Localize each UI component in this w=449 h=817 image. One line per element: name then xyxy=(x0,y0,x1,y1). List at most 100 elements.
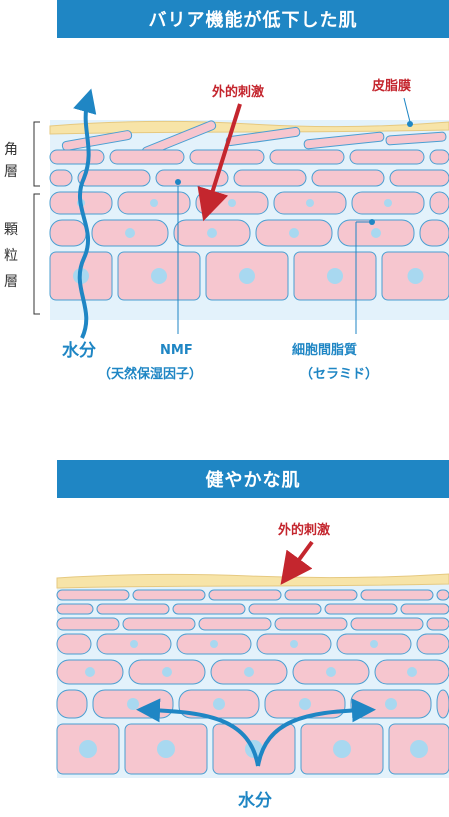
sebum-leader-line xyxy=(403,97,411,123)
granular-cell xyxy=(56,689,88,719)
nucleus xyxy=(306,199,314,207)
corneum-flake xyxy=(61,130,133,151)
healthy-cell-layers xyxy=(56,589,449,775)
nucleus xyxy=(410,740,428,758)
nucleus xyxy=(407,667,417,677)
corneum-cell xyxy=(109,149,185,165)
granular-cell xyxy=(56,633,92,655)
corneum-cell xyxy=(436,589,449,601)
corneum-cell xyxy=(172,603,246,615)
stratum-granulosum-bracket xyxy=(33,193,40,315)
damaged-skin-diagram: 角 層 顆 粒 層 水分 外的刺激 皮脂膜 NMF （天然保湿因子） 細胞間脂質… xyxy=(4,78,449,382)
corneum-cell xyxy=(349,149,425,165)
corneum-cell xyxy=(389,169,449,187)
nucleus xyxy=(150,199,158,207)
nucleus xyxy=(213,698,225,710)
nucleus xyxy=(370,640,378,648)
corneum-cell xyxy=(360,589,434,601)
corneum-cell xyxy=(56,603,94,615)
corneum-cell xyxy=(269,149,345,165)
nmf-leader-dot xyxy=(175,179,181,185)
nucleus xyxy=(125,228,135,238)
granular-cell xyxy=(416,633,449,655)
granular-cell xyxy=(429,191,449,215)
corneum-cell xyxy=(56,589,130,601)
stratum-granulosum-label-2: 粒 xyxy=(4,248,18,264)
corneum-cell xyxy=(49,169,73,187)
corneum-flake xyxy=(385,131,447,146)
nucleus xyxy=(157,740,175,758)
corneum-cell xyxy=(426,617,449,631)
corneum-cell xyxy=(400,603,449,615)
corneum-cell xyxy=(56,617,120,631)
nucleus xyxy=(289,228,299,238)
corneum-cell xyxy=(324,603,398,615)
corneum-cell xyxy=(429,149,449,165)
lipid-leader-dot xyxy=(369,219,375,225)
corneum-cell xyxy=(77,169,151,187)
nucleus xyxy=(79,740,97,758)
nucleus xyxy=(407,268,424,284)
sebum-film xyxy=(56,573,449,589)
nucleus xyxy=(151,268,167,284)
external-stimulus-label: 外的刺激 xyxy=(211,84,265,100)
nucleus xyxy=(207,228,217,238)
nucleus xyxy=(239,268,255,284)
nucleus xyxy=(162,667,172,677)
stratum-corneum-label-2: 層 xyxy=(4,164,18,180)
nucleus xyxy=(130,640,138,648)
corneum-cell xyxy=(122,617,196,631)
lipid-description: （セラミド） xyxy=(300,366,378,382)
stimulus-arrow-icon xyxy=(197,103,242,222)
stratum-granulosum-label-3: 層 xyxy=(4,274,18,290)
granular-cell xyxy=(436,689,449,719)
lipid-label: 細胞間脂質 xyxy=(292,342,357,358)
sebum-leader-dot xyxy=(407,121,413,127)
water-label: 水分 xyxy=(62,340,96,361)
nmf-label: NMF xyxy=(160,343,193,358)
nmf-description: （天然保湿因子） xyxy=(98,366,202,382)
stratum-corneum-label-1: 角 xyxy=(4,142,18,158)
nucleus xyxy=(384,199,392,207)
corneum-cell xyxy=(198,617,272,631)
water-label: 水分 xyxy=(238,790,272,811)
corneum-cell xyxy=(284,589,358,601)
corneum-cell xyxy=(208,589,282,601)
corneum-cell xyxy=(49,149,105,165)
corneum-cell xyxy=(311,169,385,187)
nucleus xyxy=(210,640,218,648)
nucleus xyxy=(385,698,397,710)
nucleus xyxy=(244,667,254,677)
granular-cell xyxy=(419,219,449,247)
healthy-skin-diagram: 外的刺激 水分 xyxy=(56,522,449,811)
corneum-cell xyxy=(96,603,170,615)
nucleus xyxy=(127,698,139,710)
external-stimulus-label: 外的刺激 xyxy=(277,522,331,538)
damaged-skin-title: バリア機能が低下した肌 xyxy=(57,0,449,38)
sebum-film-label: 皮脂膜 xyxy=(371,78,411,94)
nucleus xyxy=(333,740,351,758)
granular-cell xyxy=(49,219,87,247)
nucleus xyxy=(326,667,336,677)
corneum-cell xyxy=(155,169,229,187)
water-arrow-icon xyxy=(73,88,97,339)
corneum-cell xyxy=(132,589,206,601)
corneum-cell xyxy=(248,603,322,615)
corneum-flake xyxy=(303,131,385,150)
nucleus xyxy=(299,698,311,710)
stimulus-arrow-icon xyxy=(280,540,314,585)
corneum-cell xyxy=(233,169,307,187)
sebum-film xyxy=(49,120,449,135)
corneum-cell xyxy=(274,617,348,631)
corneum-cell xyxy=(350,617,424,631)
water-arrow-icon xyxy=(256,698,376,767)
stratum-corneum-bracket xyxy=(33,121,40,187)
water-arrow-icon xyxy=(136,698,260,767)
stratum-granulosum-label-1: 顆 xyxy=(4,222,18,238)
nucleus xyxy=(327,268,343,284)
nucleus xyxy=(290,640,298,648)
nucleus xyxy=(85,667,95,677)
nucleus xyxy=(371,228,381,238)
healthy-skin-title: 健やかな肌 xyxy=(57,460,449,498)
nucleus xyxy=(228,199,236,207)
